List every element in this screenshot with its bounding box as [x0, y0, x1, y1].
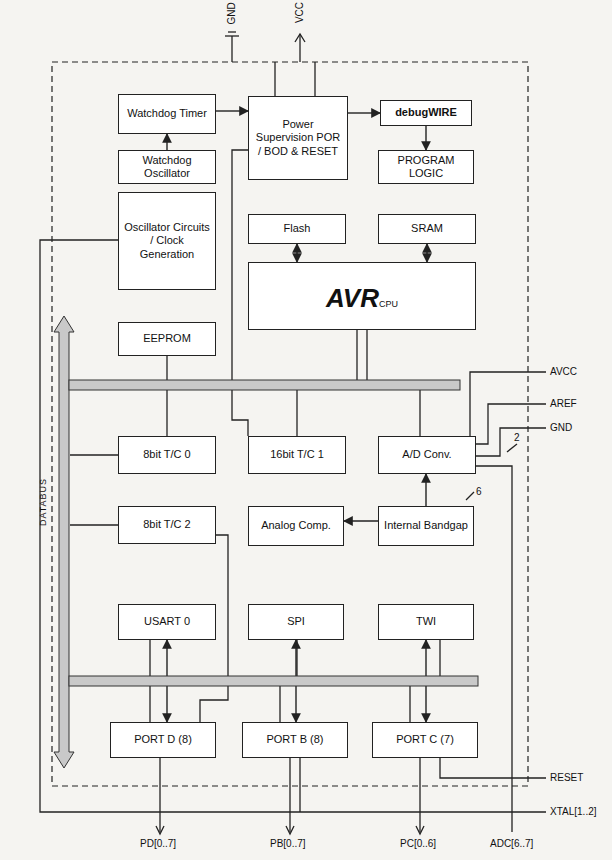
block-label: Flash — [284, 222, 311, 235]
eeprom-block: EEPROM — [118, 322, 216, 356]
timer-block: 16bit T/C 1 — [248, 436, 346, 474]
signal-arrow — [348, 112, 380, 113]
flash-memory: Flash — [248, 214, 346, 244]
block-label: Power Supervision POR / BOD & RESET — [253, 118, 343, 158]
pin-label: PB[0..7] — [270, 838, 306, 849]
block-label: AVR — [326, 283, 379, 314]
block-label: SPI — [287, 615, 305, 628]
pin-label: GND — [226, 2, 237, 24]
block-label: A/D Conv. — [402, 448, 451, 461]
sram-memory: SRAM — [378, 214, 476, 244]
block-label: USART 0 — [144, 615, 190, 628]
data-bus — [54, 316, 478, 768]
block-label: Oscillator Circuits / Clock Generation — [123, 221, 211, 261]
block-label: 8bit T/C 2 — [143, 518, 191, 531]
block-label: SRAM — [411, 222, 443, 235]
io-port: PORT D (8) — [110, 722, 216, 758]
pin-label: 6 — [476, 486, 482, 497]
timer-block: 8bit T/C 2 — [118, 506, 216, 544]
block-label: CPU — [379, 299, 398, 310]
power-supervision: Power Supervision POR / BOD & RESET — [248, 96, 348, 180]
pin-label: XTAL[1..2] — [550, 806, 597, 817]
signal-arrow — [216, 110, 248, 111]
comparator-block: Analog Comp. — [248, 506, 344, 546]
adc-block: A/D Conv. — [378, 436, 476, 474]
clock-generator: Oscillator Circuits / Clock Generation — [118, 192, 216, 290]
signal-arrow — [166, 134, 167, 150]
block-label: 8bit T/C 0 — [143, 448, 191, 461]
signal-arrow — [296, 244, 297, 262]
pin-label: 2 — [514, 432, 520, 443]
signal-arrow — [425, 126, 426, 150]
block-label: Internal Bandgap — [384, 519, 468, 532]
debug-block: debugWIRE — [380, 100, 472, 126]
signal-arrow — [344, 520, 378, 521]
block-label: PORT B (8) — [266, 733, 323, 746]
block-label: PORT C (7) — [396, 733, 454, 746]
signal-arrow — [426, 244, 427, 262]
usart-block: USART 0 — [118, 604, 216, 640]
cpu-core: AVRCPU — [248, 262, 476, 330]
twi-block: TWI — [378, 604, 474, 640]
bus-label: DATABUS — [38, 478, 48, 526]
io-port: PORT B (8) — [242, 722, 348, 758]
bandgap-block: Internal Bandgap — [378, 506, 474, 546]
pin-label: AVCC — [550, 366, 577, 377]
block-label: debugWIRE — [395, 106, 457, 119]
pin-label: VCC — [294, 2, 305, 23]
pin-label: PC[0..6] — [400, 838, 436, 849]
block-label: PROGRAM LOGIC — [383, 154, 469, 180]
block-label: Watchdog Oscillator — [123, 154, 211, 180]
signal-arrow — [425, 474, 426, 506]
chip-boundary — [52, 62, 528, 786]
io-port: PORT C (7) — [372, 722, 478, 758]
block-label: EEPROM — [143, 332, 191, 345]
watchdog-oscillator: Watchdog Oscillator — [118, 150, 216, 184]
watchdog-timer: Watchdog Timer — [118, 94, 216, 134]
program-logic: PROGRAM LOGIC — [378, 150, 474, 184]
block-label: Watchdog Timer — [127, 107, 207, 120]
signal-wires — [40, 32, 546, 834]
pin-label: AREF — [550, 398, 577, 409]
block-label: PORT D (8) — [134, 733, 192, 746]
block-label: Analog Comp. — [261, 519, 331, 532]
pin-label: ADC[6..7] — [490, 838, 533, 849]
pin-label: PD[0..7] — [140, 838, 176, 849]
spi-block: SPI — [248, 604, 344, 640]
pin-label: GND — [550, 422, 572, 433]
timer-block: 8bit T/C 0 — [118, 436, 216, 474]
pin-label: RESET — [550, 772, 583, 783]
block-label: 16bit T/C 1 — [270, 448, 324, 461]
block-label: TWI — [416, 615, 436, 628]
